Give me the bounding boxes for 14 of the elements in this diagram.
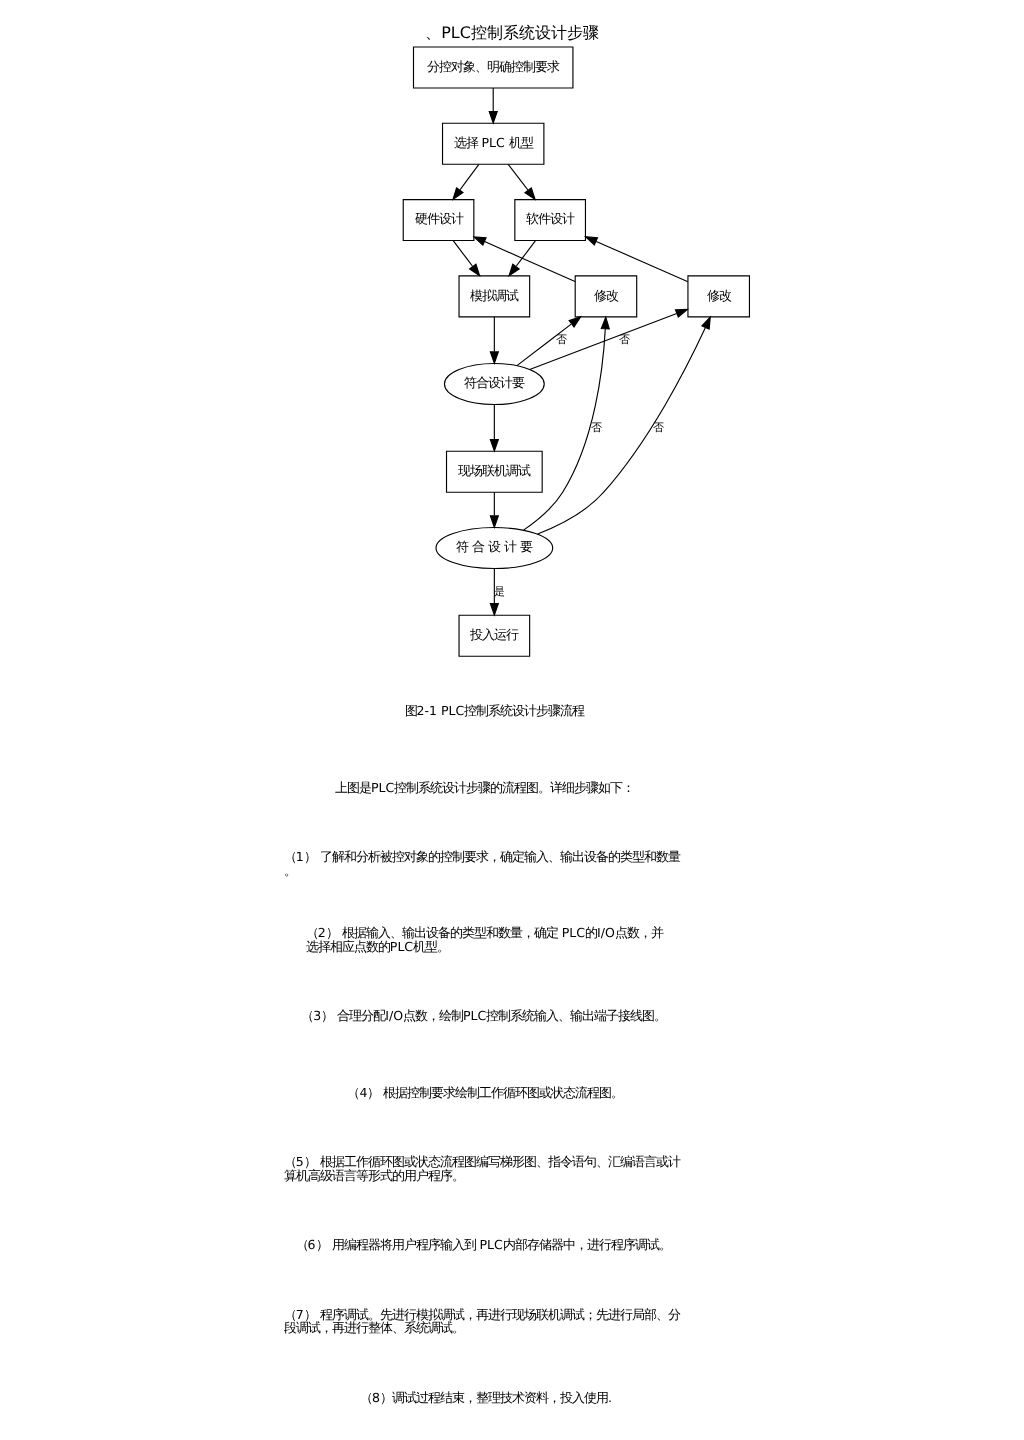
arrow bbox=[452, 240, 481, 277]
arrow bbox=[489, 491, 500, 530]
arrow bbox=[472, 236, 576, 283]
arrow bbox=[451, 163, 480, 201]
arrow bbox=[516, 315, 582, 367]
arrow bbox=[488, 87, 498, 125]
arrow bbox=[522, 315, 611, 531]
arrow bbox=[507, 163, 537, 201]
arrow bbox=[489, 404, 500, 453]
arrow bbox=[583, 236, 689, 283]
arrow bbox=[537, 315, 711, 535]
arrow bbox=[508, 240, 537, 277]
arrow bbox=[529, 308, 690, 370]
arrow bbox=[489, 316, 500, 366]
